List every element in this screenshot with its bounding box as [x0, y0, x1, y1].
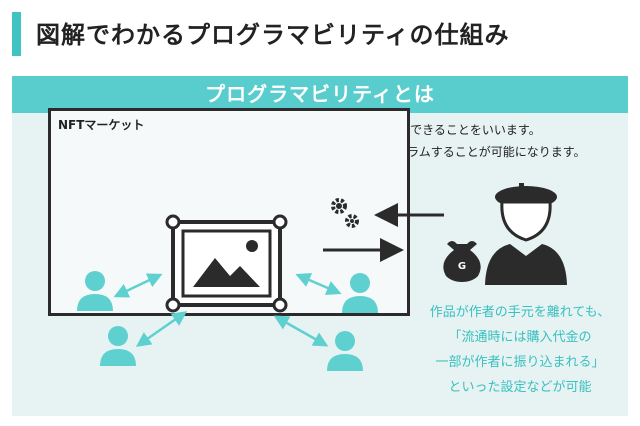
page-title: 図解でわかるプログラマビリティの仕組み — [36, 21, 510, 49]
framed-artwork-icon — [165, 214, 288, 313]
user-icon — [77, 271, 113, 311]
coin-bag-letter: G — [458, 261, 466, 272]
note-line-1: 作品が作者の手元を離れても、 — [429, 305, 611, 320]
user-icon — [327, 331, 363, 371]
title-accent-bar — [12, 12, 21, 56]
title-section: 図解でわかるプログラマビリティの仕組み — [12, 10, 628, 58]
gears-icon — [331, 198, 359, 228]
money-bag-icon: G — [443, 241, 481, 282]
creator-icon — [485, 183, 567, 285]
note-line-3: 一部が作者に振り込まれる」 — [435, 355, 605, 370]
user-icon — [342, 273, 378, 313]
note-line-4: といった設定などが可能 — [448, 380, 592, 395]
note-line-2: 「流通時には購入代金の — [448, 330, 592, 345]
nft-market-label: NFTマーケット — [58, 118, 145, 132]
panel-heading: プログラマビリティとは — [12, 76, 628, 113]
exchange-arrows — [113, 273, 342, 347]
user-icon — [100, 326, 136, 366]
